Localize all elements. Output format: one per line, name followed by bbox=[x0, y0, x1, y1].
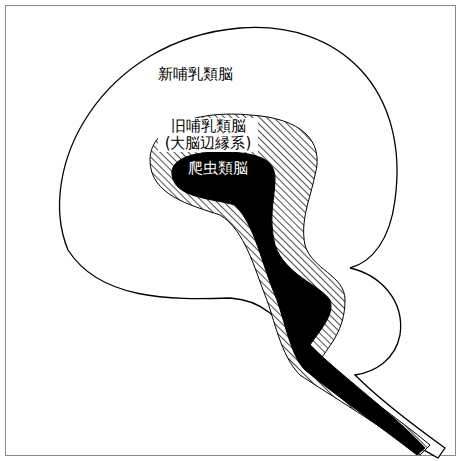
region-shape bbox=[172, 152, 425, 455]
brain-region: 旧哺乳類脳 (大脳辺縁系) 爬虫類脳 bbox=[140, 105, 445, 460]
brain-region: 新哺乳類脳旧哺乳類脳 (大脳辺縁系) 爬虫類脳 bbox=[30, 15, 450, 461]
region-shape bbox=[150, 114, 430, 455]
region-label: 新哺乳類脳 bbox=[158, 66, 233, 83]
brain-region: 爬虫類脳 bbox=[165, 148, 430, 458]
region-outline bbox=[30, 15, 450, 461]
region-outline bbox=[165, 148, 430, 458]
region-shape bbox=[60, 27, 445, 458]
region-label: 旧哺乳類脳 (大脳辺縁系) bbox=[158, 118, 258, 152]
region-label: 爬虫類脳 bbox=[188, 160, 248, 177]
